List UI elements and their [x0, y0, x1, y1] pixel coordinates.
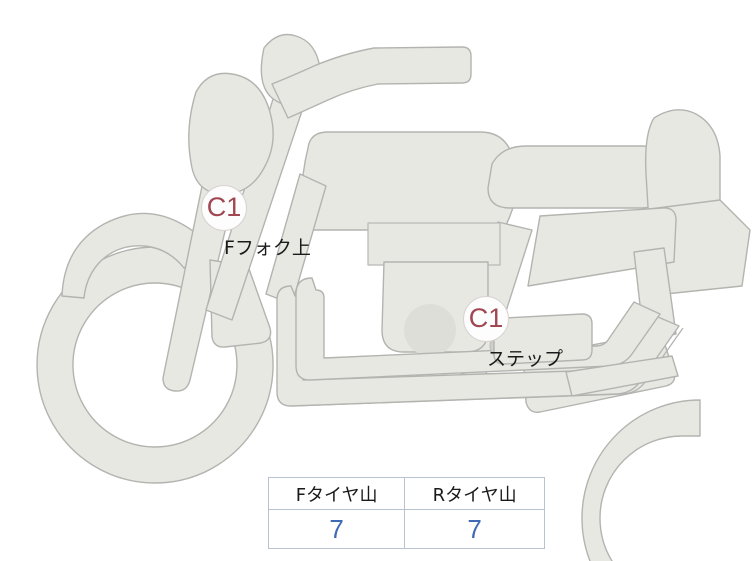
- cell-front-tire-value: 7: [267, 509, 406, 549]
- damage-marker-label-front-fork: Fフォク上: [224, 237, 311, 259]
- damage-marker-label-step: ステップ: [487, 348, 564, 370]
- handlebar: [271, 46, 472, 119]
- damage-marker-code: C1: [206, 191, 242, 222]
- column-header-front-tire: Fタイヤ山: [267, 477, 406, 510]
- tire-tread-table: Fタイヤ山 Rタイヤ山 7 7: [267, 477, 545, 549]
- headlight-cowl: [188, 72, 274, 195]
- seat: [487, 145, 659, 209]
- rear-wheel: [581, 399, 701, 561]
- damage-marker-front-fork[interactable]: C1: [201, 185, 247, 231]
- damage-marker-step[interactable]: C1: [463, 296, 509, 342]
- damage-marker-code: C1: [468, 302, 504, 333]
- table-header-row: Fタイヤ山 Rタイヤ山: [267, 477, 545, 510]
- chain-guard: [565, 355, 679, 397]
- cell-rear-tire-value: 7: [404, 509, 545, 549]
- fuel-tank: [301, 131, 517, 231]
- column-header-rear-tire: Rタイヤ山: [404, 477, 545, 510]
- clutch-cover: [404, 304, 456, 356]
- table-row: 7 7: [267, 509, 545, 549]
- engine-cylinder-head: [367, 222, 501, 266]
